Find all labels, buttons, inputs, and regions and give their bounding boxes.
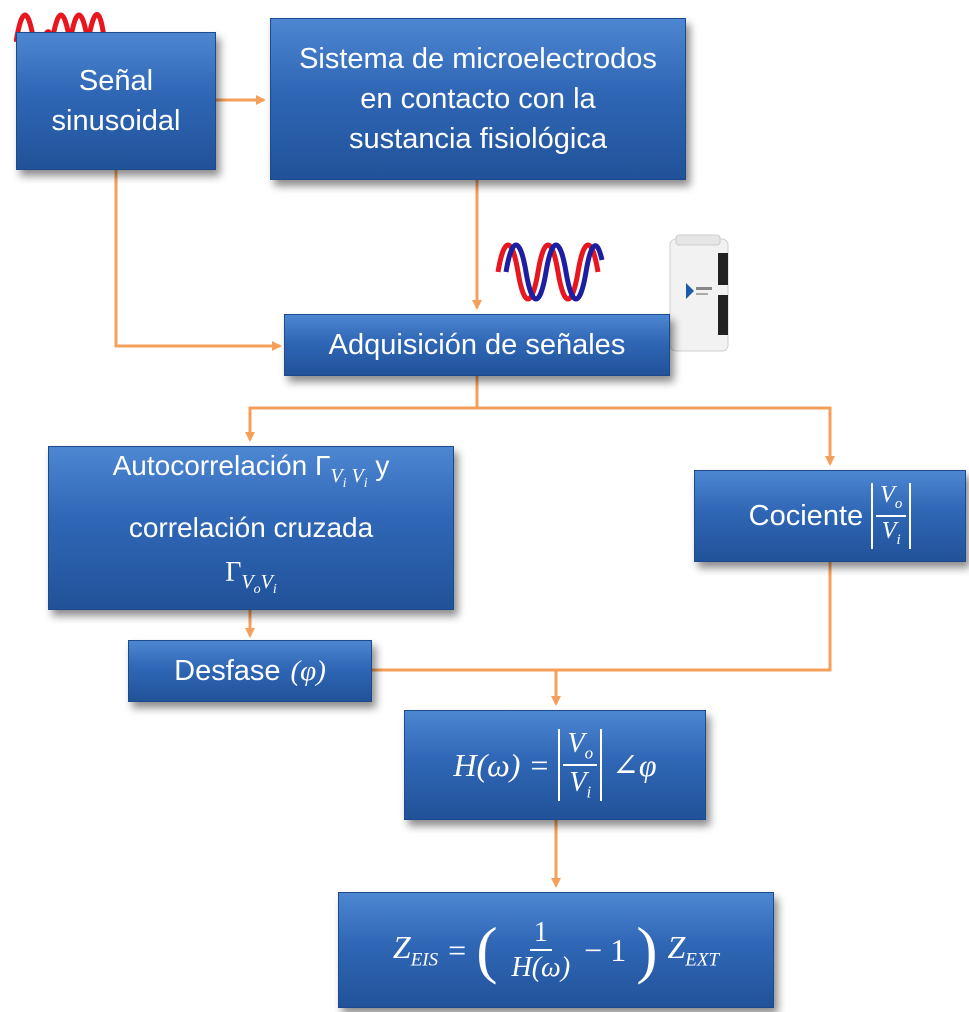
quotient-label: Cociente <box>748 499 864 532</box>
correlation-line3: ΓVoVi <box>225 557 277 597</box>
quotient-box: Cociente Vo Vi <box>694 470 966 562</box>
dual-sine-wave-icon <box>495 242 605 302</box>
signal-box: Señal sinusoidal <box>16 32 216 170</box>
acquisition-box: Adquisición de señales <box>284 314 670 376</box>
correlation-line2: correlación cruzada <box>128 512 374 543</box>
electrodes-label-line3: sustancia fisiológica <box>349 123 607 155</box>
impedance-lhs: ZEIS <box>392 928 439 971</box>
quotient-fraction: Vo Vi <box>871 483 912 549</box>
arrow-signal-to-acquisition <box>114 170 282 351</box>
arrow-acquisition-to-quotient <box>477 406 835 466</box>
phase-symbol: (φ) <box>290 654 326 687</box>
daq-device-icon <box>669 234 729 352</box>
correlation-line1: Autocorrelación ΓVi Vi y <box>112 450 390 491</box>
electrodes-label-line2: en contacto con la <box>360 83 596 115</box>
correlation-line1-text: Autocorrelación Γ <box>112 450 331 482</box>
transfer-lhs: H(ω) <box>453 746 521 783</box>
impedance-box: ZEIS = ( 1 H(ω) − 1 ) ZEXT <box>338 892 774 1008</box>
electrodes-label-line1: Sistema de microelectrodos <box>299 43 657 75</box>
impedance-open-paren: ( <box>476 914 498 985</box>
transfer-function-box: H(ω) = Vo Vi ∠φ <box>404 710 706 820</box>
impedance-fraction: 1 H(ω) <box>511 916 571 983</box>
transfer-eq: = <box>530 746 549 783</box>
acquisition-label: Adquisición de señales <box>328 328 626 361</box>
impedance-rhs: ZEXT <box>667 928 720 971</box>
signal-label-line2: sinusoidal <box>51 105 181 137</box>
arrow-acquisition-branch <box>245 376 479 442</box>
transfer-angle: ∠φ <box>612 747 657 783</box>
correlation-line1-tail: y <box>375 450 390 482</box>
phase-label: Desfase <box>174 654 281 687</box>
impedance-eq: = <box>448 931 467 968</box>
impedance-minus: − 1 <box>584 931 627 968</box>
arrow-quotient-to-transfer <box>556 562 832 672</box>
electrodes-box: Sistema de microelectrodos en contacto c… <box>270 18 686 180</box>
transfer-fraction: Vo Vi <box>558 728 603 802</box>
signal-label-line1: Señal <box>78 65 154 97</box>
correlation-box: Autocorrelación ΓVi Vi y correlación cru… <box>48 446 454 610</box>
phase-box: Desfase (φ) <box>128 640 372 702</box>
arrow-phase-to-transfer <box>372 668 561 706</box>
impedance-close-paren: ) <box>636 914 658 985</box>
